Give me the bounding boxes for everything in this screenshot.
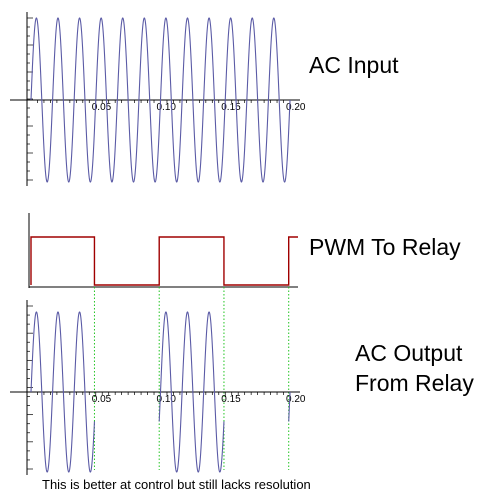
ac-input-x-tick-label: 0.20: [286, 102, 306, 113]
pwm-square-wave-series: [30, 236, 298, 286]
ac-output-x-tick-label: 0.15: [221, 394, 241, 405]
ac-output-x-tick-label: 0.10: [157, 394, 177, 405]
ac-input-x-tick-label: 0.10: [157, 102, 177, 113]
ac-output-label-line2: From Relay: [355, 370, 474, 396]
ac-output-panel: 0.05 0.10 0.15 0.20: [10, 300, 306, 475]
figure-caption: This is better at control but still lack…: [42, 477, 311, 492]
ac-input-sine-series: [30, 17, 291, 183]
ac-output-sine-series: [30, 311, 291, 473]
ac-input-x-tick-label: 0.05: [92, 102, 112, 113]
ac-output-label-line1: AC Output: [355, 340, 463, 366]
pwm-panel: [28, 213, 298, 470]
pwm-label: PWM To Relay: [309, 234, 461, 260]
ac-input-label: AC Input: [309, 52, 399, 78]
ac-input-panel: 0.05 0.10 0.15 0.20: [10, 12, 306, 186]
ac-output-x-tick-label: 0.20: [286, 394, 306, 405]
ac-input-x-tick-label: 0.15: [221, 102, 241, 113]
ac-output-x-tick-label: 0.05: [92, 394, 112, 405]
